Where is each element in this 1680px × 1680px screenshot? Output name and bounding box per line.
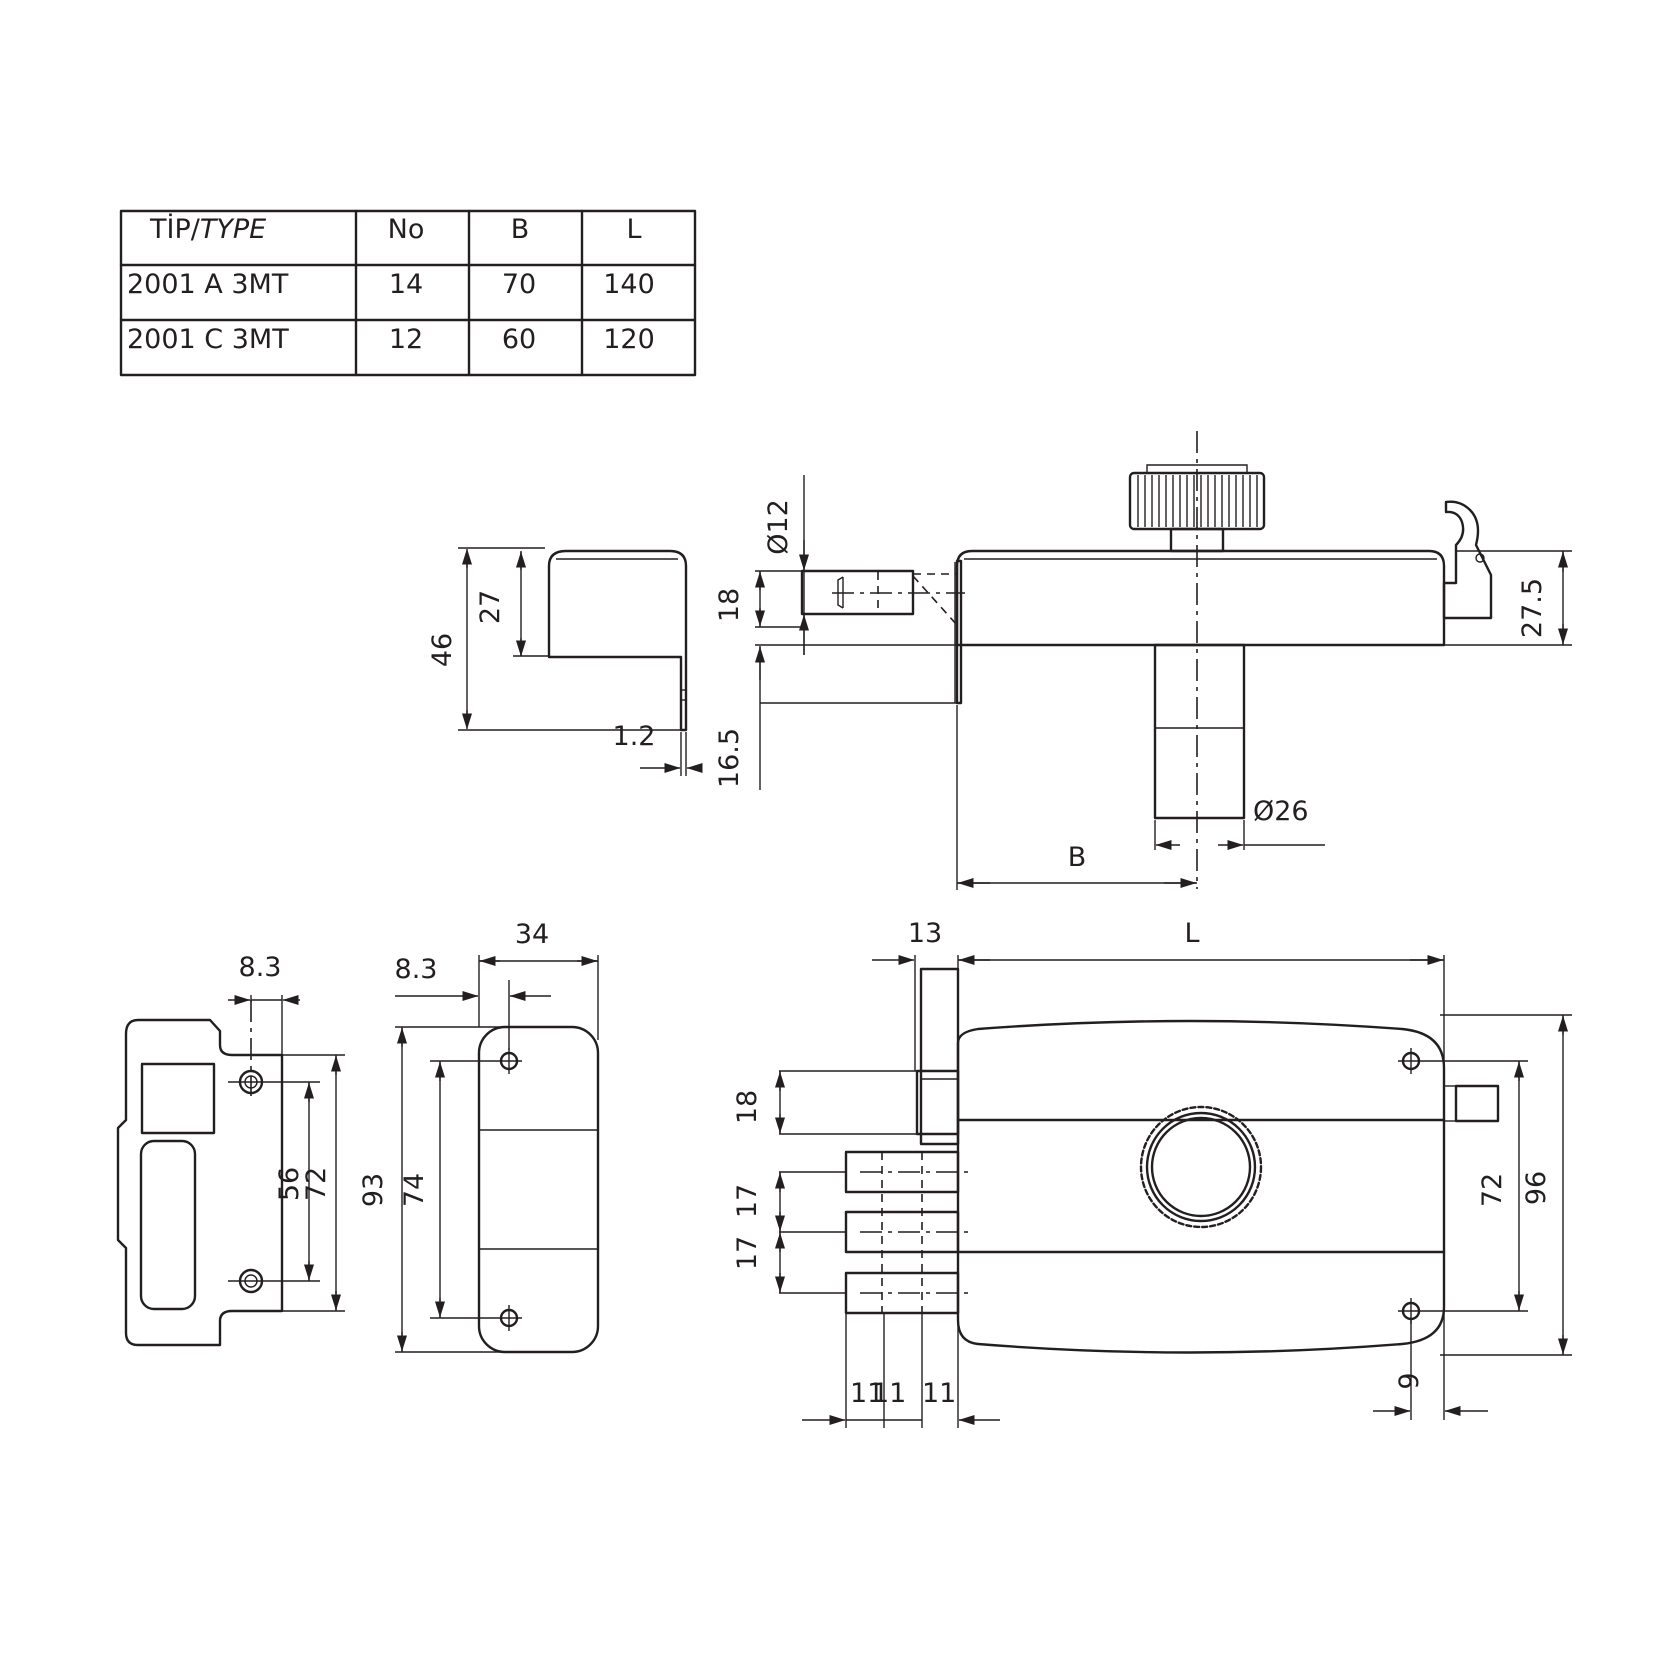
dim-16-5: 16.5 xyxy=(714,728,745,788)
lock-body-profile xyxy=(955,549,1446,647)
bolt-hidden-line xyxy=(912,575,958,626)
row-no: 12 xyxy=(389,324,423,355)
latch-block xyxy=(1454,1084,1500,1123)
header-type: TİP/TYPE xyxy=(149,213,266,245)
keeper-side-view: 46 27 1.2 xyxy=(427,547,703,776)
spec-table: TİP/TYPE No B L 2001 A 3MT 14 70 140 200… xyxy=(119,209,697,377)
dim-front-17: 17 xyxy=(732,1236,763,1270)
row-b: 70 xyxy=(502,269,536,300)
dim-front-11: 11 xyxy=(922,1378,956,1409)
row-l: 120 xyxy=(603,324,655,355)
dim-keeper-74: 74 xyxy=(399,1173,430,1207)
lock-side-view: Ø12 18 16.5 27.5 Ø26 B xyxy=(714,431,1572,890)
dim-27-5: 27.5 xyxy=(1517,578,1548,638)
dim-front-72: 72 xyxy=(1477,1173,1508,1207)
row-type: 2001 C 3MT xyxy=(127,324,289,355)
dim-keeper-93: 93 xyxy=(358,1173,389,1207)
bolt-pin xyxy=(844,1210,960,1254)
row-b: 60 xyxy=(502,324,536,355)
dim-front-17: 17 xyxy=(732,1184,763,1218)
dim-front-11: 11 xyxy=(850,1378,884,1409)
dim-keeper-34: 34 xyxy=(515,919,549,950)
row-no: 14 xyxy=(389,269,423,300)
strike-slot-opening xyxy=(139,1139,197,1311)
dim-cylinder-diameter: Ø26 xyxy=(1253,796,1309,827)
header-l: L xyxy=(626,214,641,245)
dim-bolt-diameter: Ø12 xyxy=(763,499,794,555)
dim-strike-8-3: 8.3 xyxy=(239,952,282,983)
dim-front-13: 13 xyxy=(908,918,942,949)
dim-strike-56: 56 xyxy=(274,1167,305,1201)
bolt-pins xyxy=(844,1150,972,1315)
dim-b: B xyxy=(1068,842,1087,873)
strike-plate-view: 8.3 56 72 xyxy=(116,952,345,1347)
strike-square-opening xyxy=(140,1062,216,1135)
front-plate xyxy=(955,559,963,705)
dim-front-18: 18 xyxy=(732,1090,763,1124)
dim-front-l: L xyxy=(1184,918,1199,949)
knurled-rosette-inner xyxy=(1145,1111,1257,1223)
hook-pivot xyxy=(1475,553,1485,563)
dim-keeper-8-3: 8.3 xyxy=(395,954,438,985)
front-plate xyxy=(919,967,960,1146)
keeper-profile xyxy=(547,549,688,732)
keeper-front-view: 34 8.3 93 74 xyxy=(358,919,600,1354)
dim-front-9: 9 xyxy=(1394,1372,1425,1389)
header-b: B xyxy=(511,214,530,245)
lock-front-view: 18 17 17 13 L 72 96 xyxy=(732,918,1572,1428)
row-l: 140 xyxy=(603,269,655,300)
dim-strike-72: 72 xyxy=(301,1167,332,1201)
dim-bolt-18: 18 xyxy=(714,588,745,622)
dim-27: 27 xyxy=(475,590,506,624)
header-no: No xyxy=(388,214,425,245)
dim-46: 46 xyxy=(427,633,458,667)
knurled-rosette xyxy=(1139,1105,1263,1229)
dim-front-96: 96 xyxy=(1521,1171,1552,1205)
latch-hook xyxy=(1442,500,1493,620)
keeper-outline xyxy=(477,1025,600,1354)
knob-cap xyxy=(1146,464,1248,473)
row-type: 2001 A 3MT xyxy=(127,269,289,300)
cylinder-face xyxy=(1150,1116,1252,1218)
lock-body-outline xyxy=(956,1019,1446,1354)
knob-knurling xyxy=(1137,475,1258,527)
spec-table-frame xyxy=(119,209,697,377)
bolt-pin xyxy=(844,1150,960,1194)
deadbolt-block xyxy=(915,1069,960,1136)
dim-front-11: 11 xyxy=(872,1378,906,1409)
bolt xyxy=(800,569,915,616)
cylinder xyxy=(1153,643,1246,820)
dim-1-2: 1.2 xyxy=(613,721,656,752)
strike-plate-outline xyxy=(116,1018,284,1347)
